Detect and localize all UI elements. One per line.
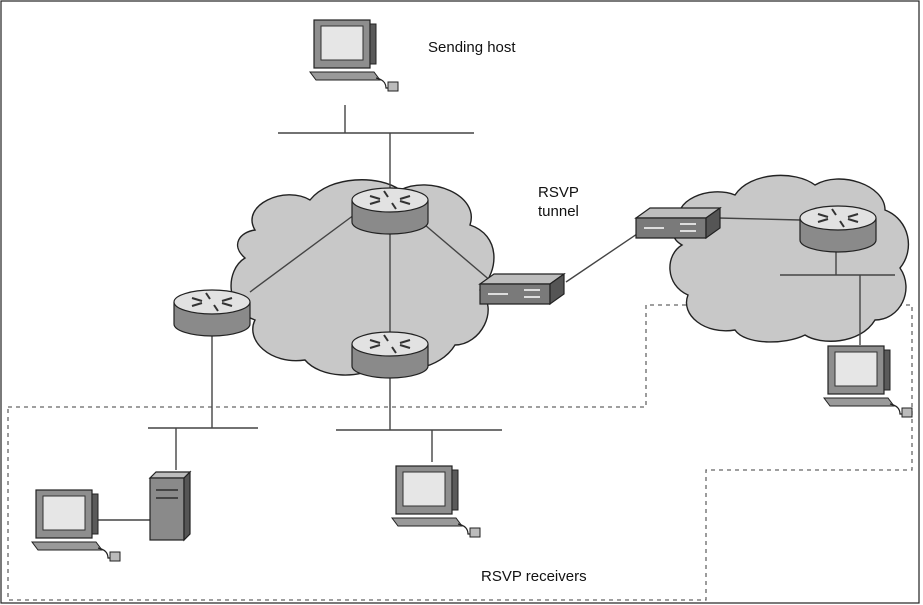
sending-host-label: Sending host [428, 39, 516, 56]
receiver-computer-right-icon [823, 345, 913, 418]
router-left-icon [173, 289, 251, 337]
cloud-right [669, 174, 910, 343]
router-top-icon [351, 187, 429, 235]
tunnel-device-left-icon [479, 273, 565, 305]
router-bottom-icon [351, 331, 429, 379]
rsvp-tunnel-label-line1: RSVP [538, 184, 579, 201]
rsvp-tunnel-label-line2: tunnel [538, 203, 579, 220]
network-links [98, 105, 895, 521]
rsvp-receivers-label: RSVP receivers [481, 568, 587, 585]
receiver-computer-middle-icon [391, 465, 481, 538]
receivers-region [7, 304, 913, 601]
receiver-computer-left-icon [31, 489, 121, 562]
tunnel-device-right-icon [635, 207, 721, 239]
router-right-icon [799, 205, 877, 253]
server-icon [148, 470, 192, 542]
sending-host-computer-icon [309, 19, 399, 92]
